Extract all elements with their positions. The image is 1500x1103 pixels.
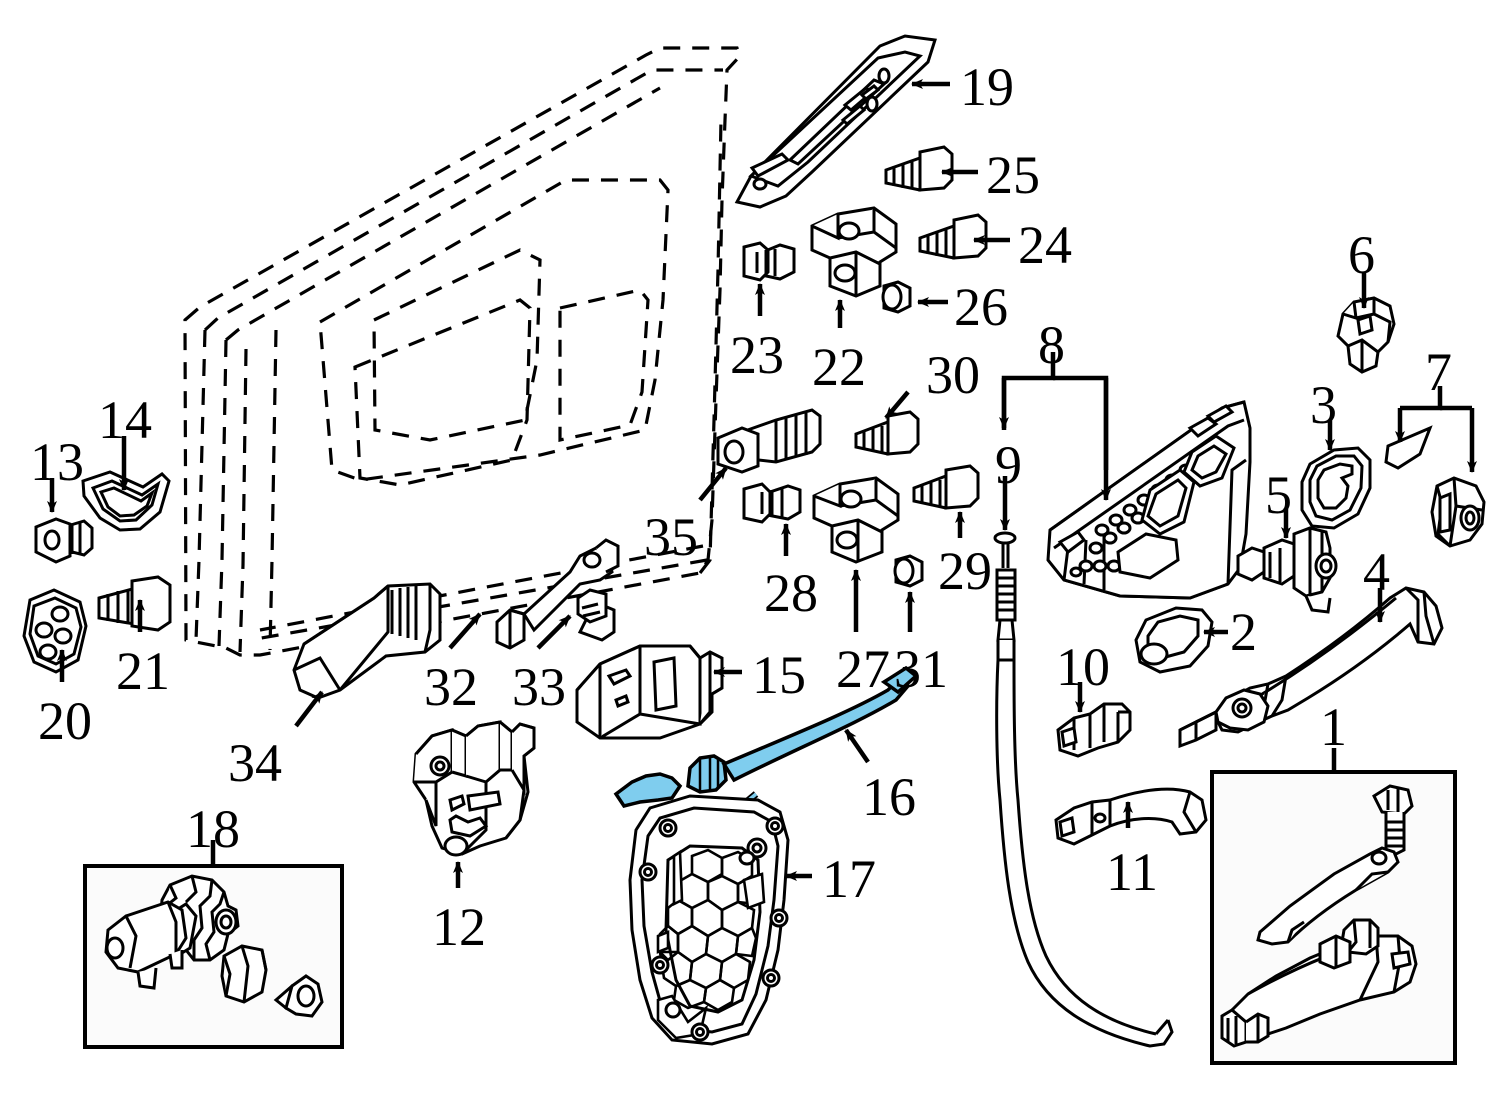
callout-11: 11 <box>1106 842 1158 902</box>
callout-28: 28 <box>764 563 818 623</box>
callout-8: 8 <box>1038 315 1065 375</box>
callout-20: 20 <box>38 691 92 751</box>
door-handle-grip <box>1178 586 1444 749</box>
carrier-plate-module <box>628 794 790 1046</box>
callout-31: 31 <box>894 639 948 699</box>
shoulder-bolt <box>716 408 822 474</box>
door-panel-armrest-contour <box>353 298 532 487</box>
callout-10: 10 <box>1056 637 1110 697</box>
callout-29: 29 <box>938 541 992 601</box>
hex-flange-bolt-lower <box>912 464 980 510</box>
callout-17: 17 <box>822 849 876 909</box>
callout-13: 13 <box>30 432 84 492</box>
guide-screw-upper <box>742 241 796 282</box>
callout-33: 33 <box>512 657 566 717</box>
lock-cylinder-bezel <box>1300 446 1372 530</box>
door-latch-assembly <box>412 720 536 857</box>
striker-plate <box>22 588 88 674</box>
connector-link-short <box>1056 702 1132 758</box>
callout-6: 6 <box>1348 225 1375 285</box>
window-guide-block-upper <box>810 206 898 298</box>
callout-24: 24 <box>1018 215 1072 275</box>
latch-actuator-housing <box>575 644 724 740</box>
callout-18: 18 <box>186 799 240 859</box>
callout-3: 3 <box>1310 375 1337 435</box>
callout-30: 30 <box>926 345 980 405</box>
handle-carrier <box>1046 400 1252 600</box>
callout-4: 4 <box>1363 542 1390 602</box>
callout-leaders <box>47 79 1477 888</box>
bowden-cable <box>993 531 1174 1048</box>
check-strap-end <box>495 538 620 650</box>
door-panel-inner-contours <box>318 178 670 482</box>
callout-32: 32 <box>424 657 478 717</box>
callout-12: 12 <box>432 897 486 957</box>
end-cap-plug-upper <box>881 280 912 314</box>
trim-screw <box>34 517 94 564</box>
callout-2: 2 <box>1230 602 1257 662</box>
end-cap-plug-lower <box>893 554 924 588</box>
handle-end-cap-wedge <box>1384 425 1486 548</box>
callout-7: 7 <box>1425 342 1452 402</box>
handle-cover-cap <box>1134 606 1214 674</box>
hex-bolt-diagonal <box>854 410 920 456</box>
callout-27: 27 <box>836 639 890 699</box>
callout-35: 35 <box>644 507 698 567</box>
inset-box-window-regulator <box>83 840 344 1049</box>
lock-cylinder <box>1236 526 1338 614</box>
callout-5: 5 <box>1265 465 1292 525</box>
callout-21: 21 <box>116 641 170 701</box>
window-guide-rail <box>734 34 937 209</box>
guide-screw-lower <box>742 482 802 524</box>
callout-16: 16 <box>862 767 916 827</box>
door-check-strap <box>292 582 442 700</box>
callout-15: 15 <box>752 645 806 705</box>
callout-25: 25 <box>986 145 1040 205</box>
callout-14: 14 <box>98 390 152 450</box>
callout-34: 34 <box>228 733 282 793</box>
callout-23: 23 <box>730 325 784 385</box>
door-inner-panel-outline <box>183 46 742 657</box>
callout-19: 19 <box>960 57 1014 117</box>
hex-flange-bolt-upper <box>918 213 988 260</box>
window-guide-block-lower <box>812 476 900 564</box>
check-strap-screw <box>576 588 616 642</box>
connector-link-long <box>1054 787 1208 846</box>
callout-1: 1 <box>1320 697 1347 757</box>
callout-9: 9 <box>995 435 1022 495</box>
callout-26: 26 <box>954 277 1008 337</box>
handle-retainer-clip <box>1336 296 1396 374</box>
hex-flange-bolt-rail <box>884 145 954 192</box>
callout-22: 22 <box>812 337 866 397</box>
inset-box-outside-handle <box>1210 748 1457 1065</box>
